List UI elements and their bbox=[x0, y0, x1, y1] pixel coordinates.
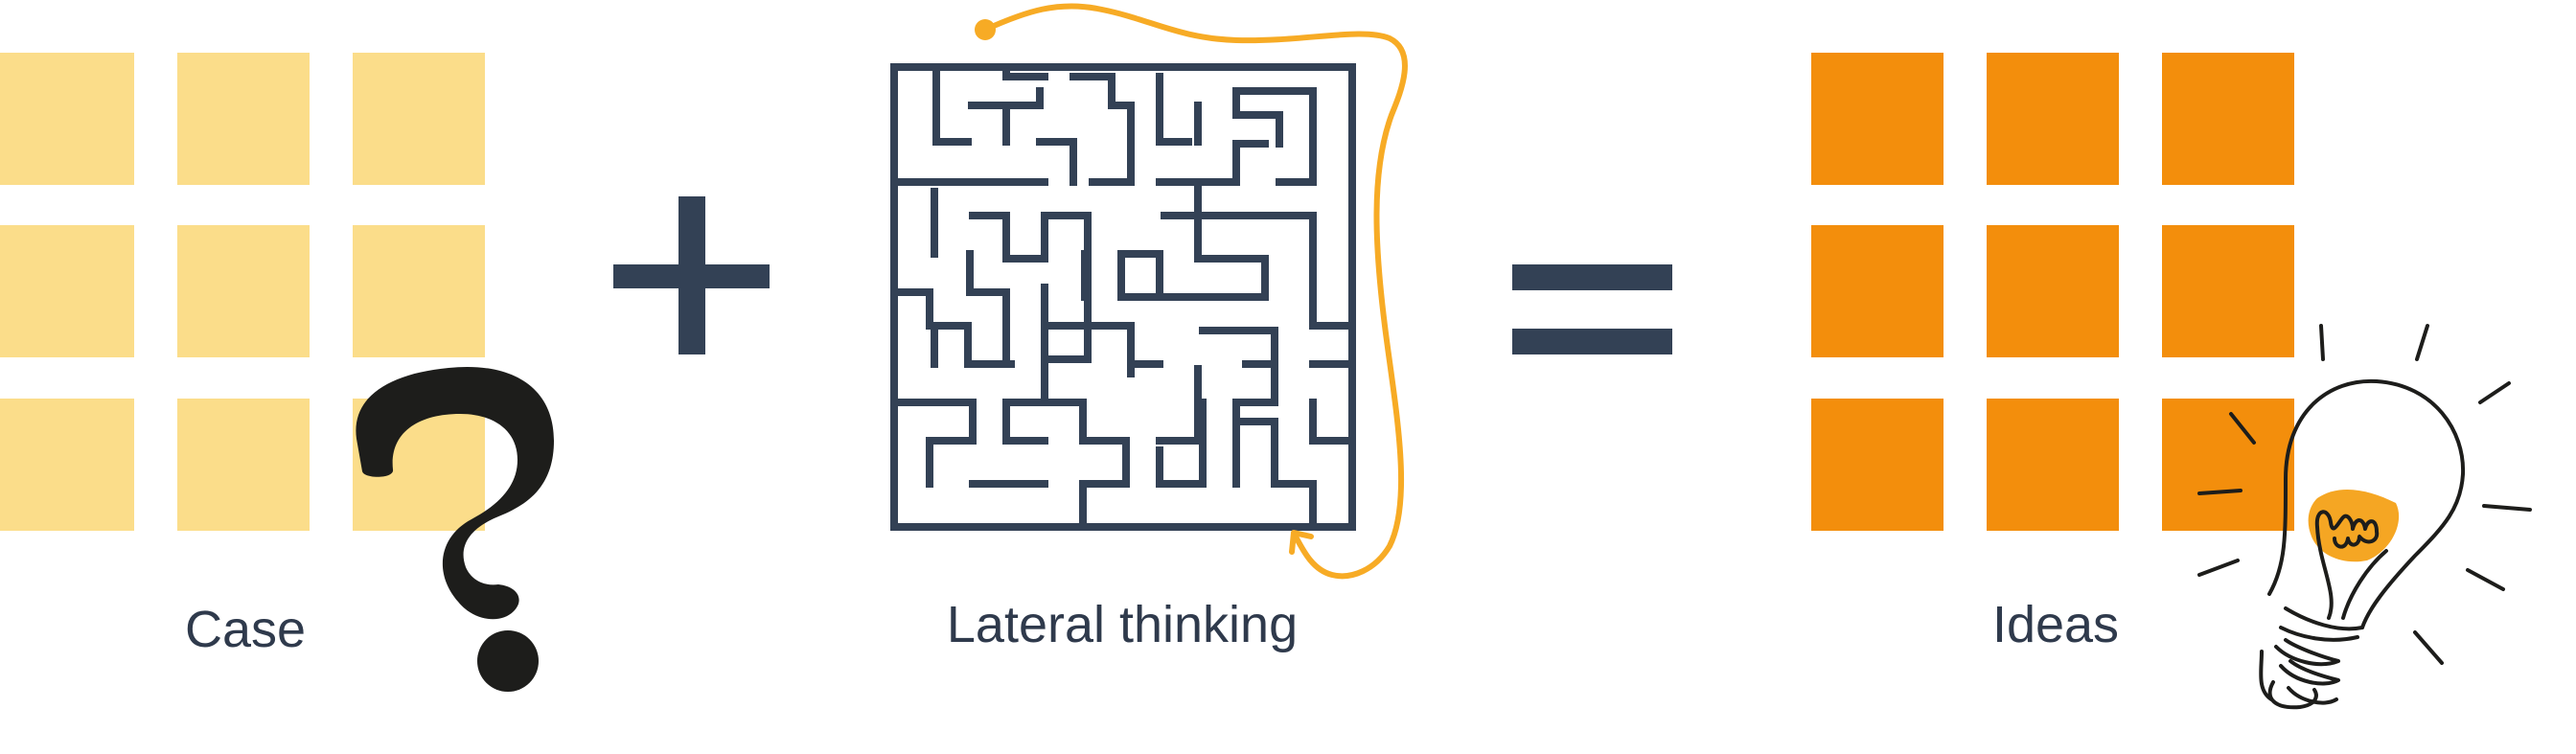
maze-icon bbox=[890, 63, 1356, 531]
idea-square bbox=[1811, 399, 1944, 531]
lateral-thinking-label: Lateral thinking bbox=[947, 596, 1298, 653]
case-square bbox=[353, 53, 485, 185]
case-square bbox=[177, 53, 310, 185]
idea-square bbox=[1811, 225, 1944, 357]
idea-square bbox=[2162, 225, 2294, 357]
ideas-grid bbox=[1811, 53, 2294, 531]
case-square bbox=[0, 53, 134, 185]
case-square bbox=[177, 225, 310, 357]
question-mark-icon bbox=[356, 366, 554, 692]
case-square bbox=[177, 399, 310, 531]
case-square bbox=[0, 225, 134, 357]
case-square bbox=[353, 225, 485, 357]
idea-square bbox=[1987, 225, 2119, 357]
case-grid bbox=[0, 53, 485, 531]
light-bulb-icon bbox=[2197, 324, 2532, 710]
maze-path bbox=[975, 3, 1408, 580]
idea-square bbox=[2162, 53, 2294, 185]
case-label: Case bbox=[185, 601, 306, 658]
case-square bbox=[0, 399, 134, 531]
idea-square bbox=[1987, 399, 2119, 531]
plus-icon bbox=[613, 196, 770, 354]
idea-square bbox=[1811, 53, 1944, 185]
equals-icon bbox=[1512, 264, 1672, 354]
idea-square bbox=[2162, 399, 2294, 531]
ideas-label: Ideas bbox=[1992, 596, 2119, 653]
idea-square bbox=[1987, 53, 2119, 185]
